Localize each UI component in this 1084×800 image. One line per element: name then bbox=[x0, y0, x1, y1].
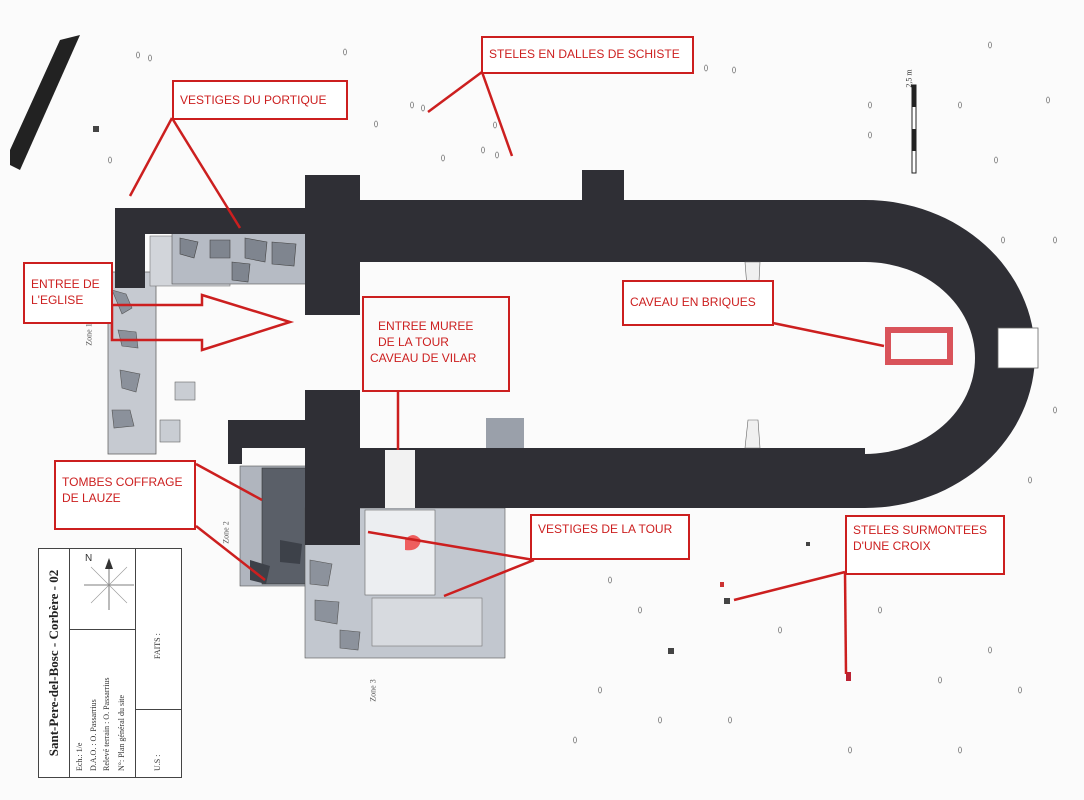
title-block-us-row bbox=[135, 709, 182, 778]
entrance-arrow bbox=[110, 293, 295, 352]
scale-label: 2,5 m bbox=[904, 69, 914, 88]
excavation-zone-portique bbox=[171, 231, 308, 285]
title-block-faits: FAITS : bbox=[153, 633, 162, 659]
zone-1-label: Zone 1 bbox=[84, 323, 94, 346]
scan-edge-band bbox=[10, 35, 80, 170]
grey-square-feature bbox=[486, 418, 524, 448]
title-block-echelle: Ech.: 1/e bbox=[75, 742, 84, 771]
label-entree-muree: ENTREE MUREE DE LA TOUR bbox=[378, 319, 474, 349]
scale-bar bbox=[911, 84, 917, 174]
label-vestiges-tour: VESTIGES DE LA TOUR bbox=[530, 514, 690, 560]
label-caveau-vilar: CAVEAU DE VILAR bbox=[362, 296, 510, 392]
label-vestiges-portique: VESTIGES DU PORTIQUE bbox=[172, 80, 348, 120]
stele-dark-markers bbox=[93, 126, 851, 681]
zone-2-label: Zone 2 bbox=[221, 521, 231, 544]
title-block-releve: Relevé terrain : O. Passarrius bbox=[102, 677, 111, 771]
label-entree-eglise: ENTREE DE L'EGLISE bbox=[23, 262, 113, 324]
north-arrow bbox=[79, 555, 139, 615]
caveau-briques-shape bbox=[885, 327, 953, 365]
church-walls bbox=[115, 170, 1035, 545]
title-block: Sant-Pere-del-Bosc - Corbère - 02 N Ech.… bbox=[38, 548, 182, 778]
stele-markers bbox=[108, 41, 1057, 754]
title-block-faits-col bbox=[135, 549, 182, 709]
label-steles-croix: STELES SURMONTEES D'UNE CROIX bbox=[845, 515, 1005, 575]
excavation-zone-2 bbox=[239, 465, 313, 587]
north-letter: N bbox=[85, 553, 93, 564]
apse-annex bbox=[997, 327, 1039, 369]
label-tombes-coffrage: TOMBES COFFRAGE DE LAUZE bbox=[54, 460, 196, 530]
label-caveau-briques: CAVEAU EN BRIQUES bbox=[622, 280, 774, 326]
title-block-title: Sant-Pere-del-Bosc - Corbère - 02 bbox=[39, 549, 70, 777]
title-block-numero: N°: Plan général du site bbox=[117, 694, 126, 771]
label-steles-schiste: STELES EN DALLES DE SCHISTE bbox=[481, 36, 694, 74]
title-block-info-area bbox=[69, 629, 135, 778]
excavation-zone-3 bbox=[304, 507, 506, 659]
title-block-dao: D.A.O. : O. Passarrius bbox=[89, 699, 98, 771]
title-block-us: U.S : bbox=[153, 754, 162, 771]
zone-3-label: Zone 3 bbox=[368, 679, 378, 702]
leader-lines bbox=[128, 70, 885, 675]
